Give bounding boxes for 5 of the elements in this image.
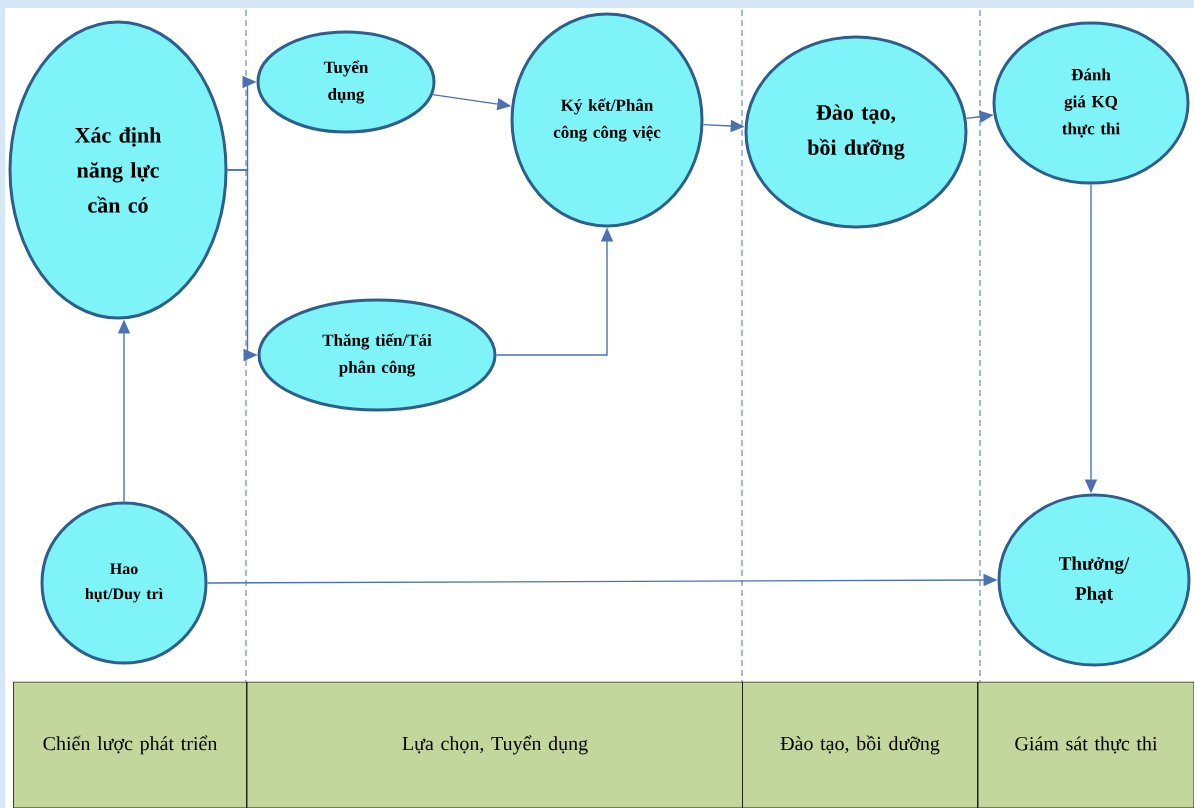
phase-cell: Đào tạo, bồi dưỡng [742,681,978,808]
node-label: Lựa chọn, Tuyển dụng [402,735,588,755]
phase-cell: Chiến lược phát triển [13,681,247,808]
phase-cell: Giám sát thực thi [977,681,1194,808]
node-label: Đào tạo, bồi dưỡng [780,735,940,755]
